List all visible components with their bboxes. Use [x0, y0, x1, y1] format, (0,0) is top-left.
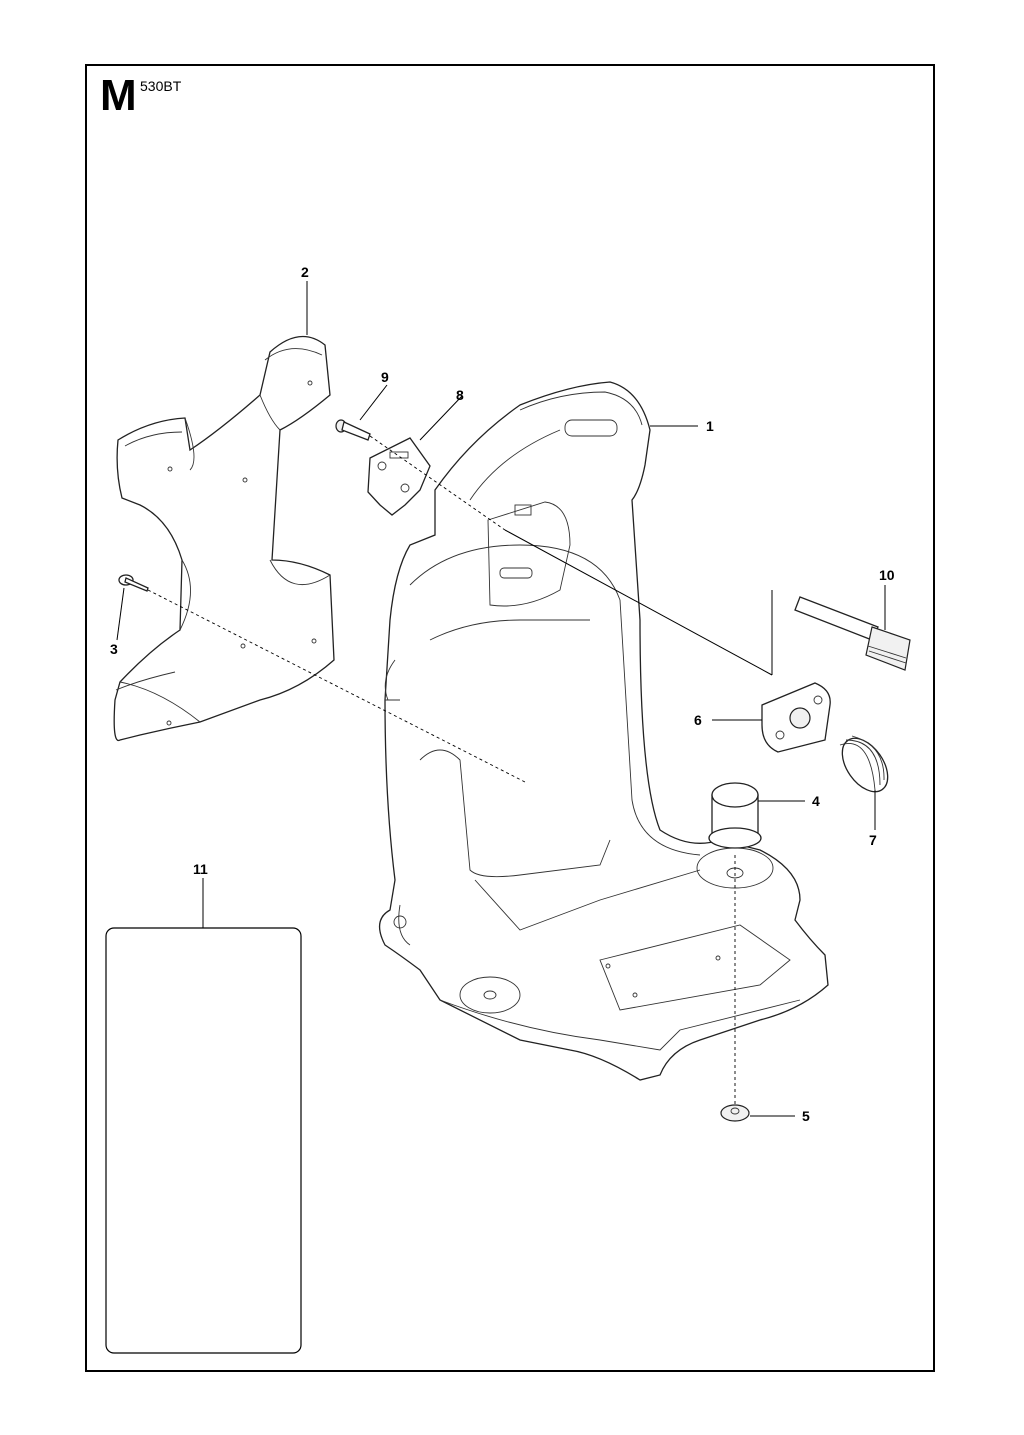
coil-spring-part [839, 735, 889, 793]
strap-bracket-part [367, 437, 431, 516]
strap-part [794, 596, 911, 671]
callout-7: 7 [869, 832, 877, 848]
callouts: 1 2 3 4 5 6 7 8 9 10 11 [110, 264, 895, 1124]
callout-2: 2 [301, 264, 309, 280]
callout-5: 5 [802, 1108, 810, 1124]
leader-lines [116, 281, 886, 1117]
bolt-part [335, 419, 371, 441]
callout-11: 11 [193, 861, 208, 877]
callout-10: 10 [879, 567, 895, 583]
callout-8: 8 [456, 387, 464, 403]
assembly-lines [147, 435, 773, 1105]
back-pad-part [113, 335, 335, 742]
callout-4: 4 [812, 793, 820, 809]
backpack-frame-part [378, 381, 829, 1081]
rubber-damper-part [708, 782, 762, 849]
callout-1: 1 [706, 418, 714, 434]
diagram-frame [85, 64, 935, 1372]
label-panel-part [105, 927, 302, 1354]
callout-9: 9 [381, 369, 389, 385]
model-name: 530BT [140, 78, 182, 94]
washer-part [720, 1104, 750, 1122]
callout-6: 6 [694, 712, 702, 728]
section-letter: M [100, 71, 137, 120]
spring-bracket-part [761, 682, 831, 753]
screw-part [118, 574, 149, 592]
callout-3: 3 [110, 641, 118, 657]
